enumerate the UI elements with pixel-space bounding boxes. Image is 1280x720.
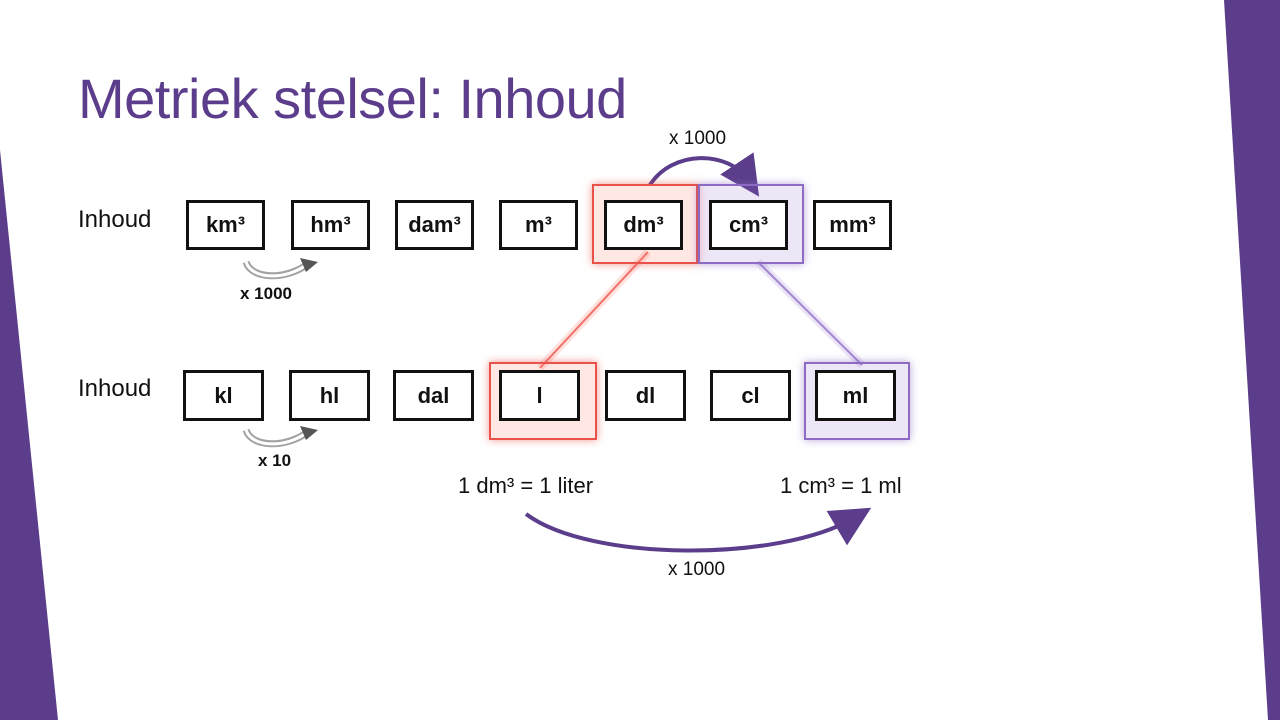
unit-hm3: hm³ (291, 200, 370, 250)
equation-dm3-liter: 1 dm³ = 1 liter (458, 473, 594, 498)
unit-ml: ml (815, 370, 896, 421)
step-label-row1: x 1000 (240, 284, 292, 303)
row-label-liter: Inhoud (78, 375, 152, 402)
right-purple-band (1224, 0, 1280, 720)
left-purple-band (0, 150, 58, 720)
unit-mm3: mm³ (813, 200, 892, 250)
top-arc-label: x 1000 (669, 128, 727, 149)
unit-cl: cl (710, 370, 791, 421)
connector-dm3-l (539, 251, 649, 369)
equation-cm3-ml: 1 cm³ = 1 ml (780, 473, 902, 498)
connector-cm3-ml (757, 261, 863, 366)
unit-dm3: dm³ (604, 200, 683, 250)
unit-dl: dl (605, 370, 686, 421)
unit-dal: dal (393, 370, 474, 421)
unit-cm3: cm³ (709, 200, 788, 250)
unit-hl: hl (289, 370, 370, 421)
unit-dam3: dam³ (395, 200, 474, 250)
step-label-row2: x 10 (258, 451, 292, 470)
unit-km3: km³ (186, 200, 265, 250)
unit-kl: kl (183, 370, 264, 421)
slide-title: Metriek stelsel: Inhoud (78, 67, 627, 130)
bottom-arc-arrow (524, 507, 872, 553)
unit-m3: m³ (499, 200, 578, 250)
bottom-arc-label: x 1000 (668, 559, 726, 580)
row-label-cubic: Inhoud (78, 206, 152, 233)
top-arc-arrow (648, 152, 760, 197)
unit-l: l (499, 370, 580, 421)
